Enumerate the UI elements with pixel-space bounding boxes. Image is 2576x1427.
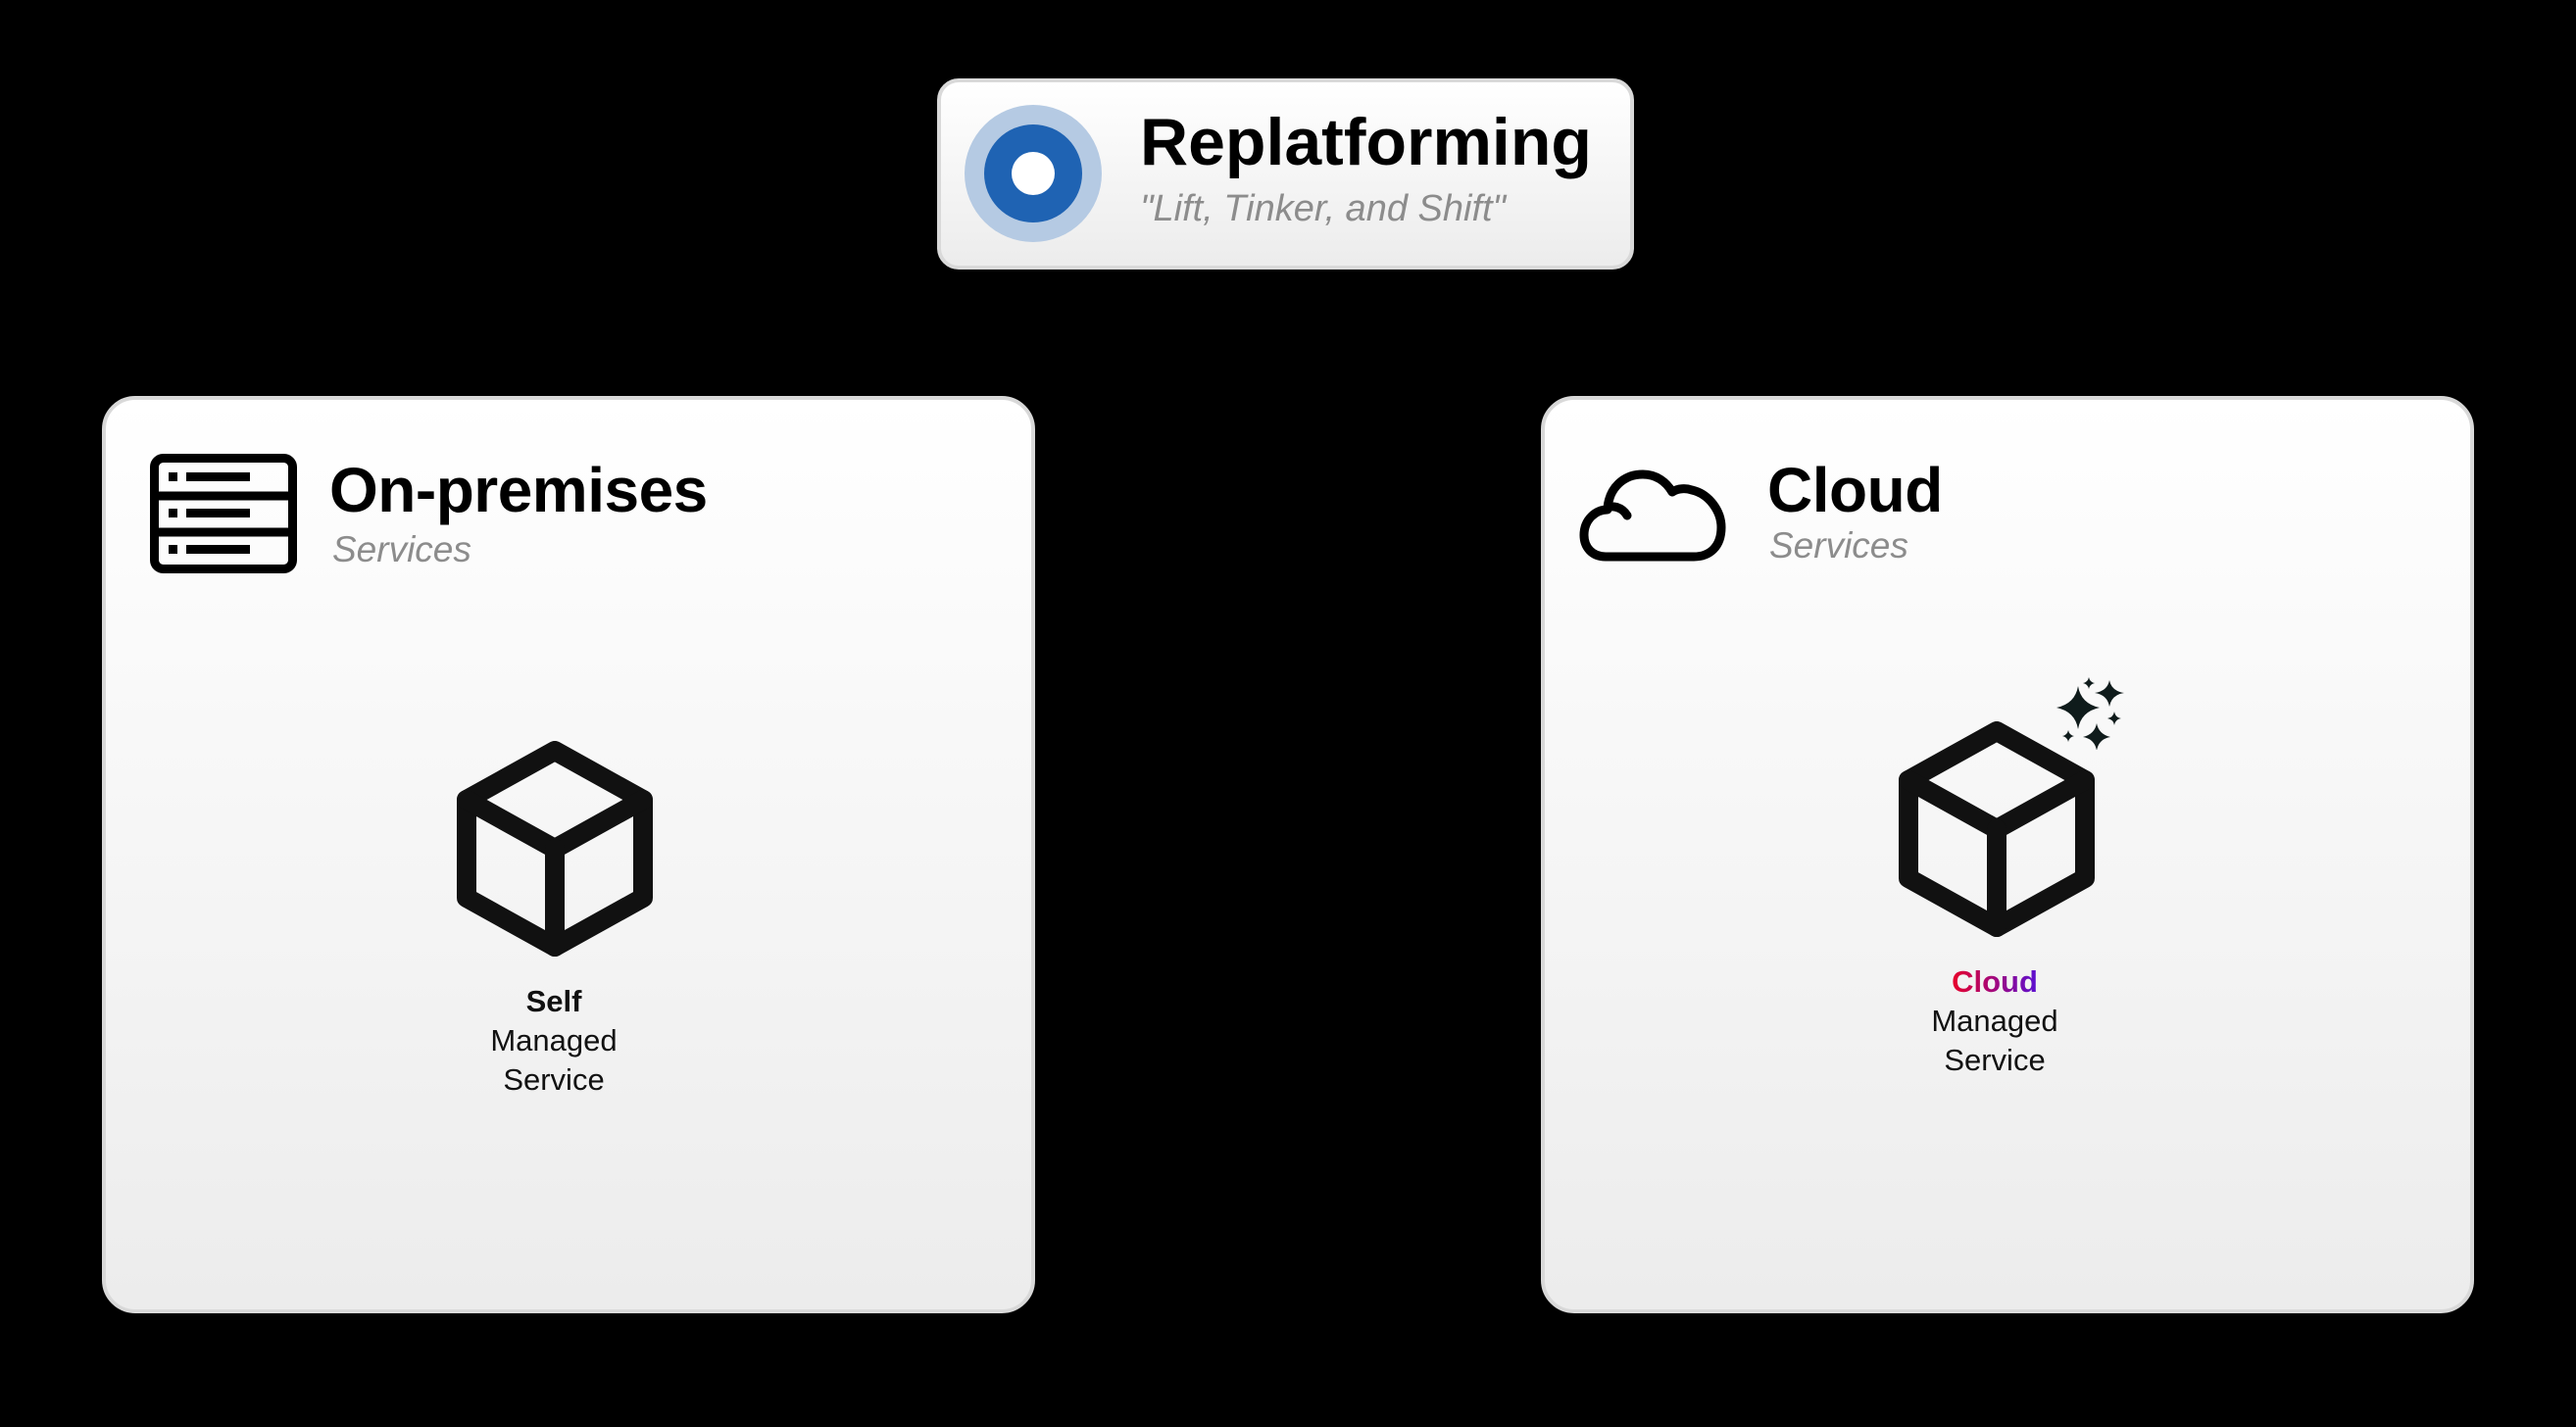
- cloud-card: [1541, 396, 2474, 1313]
- sparkles-icon: [2056, 677, 2124, 750]
- card-subtitle: Services: [1769, 525, 1908, 566]
- service-label-line1: Cloud: [1952, 964, 2038, 999]
- card-title: Cloud: [1767, 455, 1943, 525]
- page-title: Replatforming: [1140, 105, 1592, 179]
- service-label: Cloud Managed Service: [1848, 962, 2142, 1080]
- card-title: On-premises: [329, 455, 708, 525]
- service-label: Self Managed Service: [407, 982, 701, 1100]
- service-label-line1: Self: [525, 984, 582, 1018]
- service-label-line2: Managed: [1931, 1004, 2058, 1038]
- page-subtitle: "Lift, Tinker, and Shift": [1140, 188, 1507, 229]
- cube-icon: [457, 741, 653, 957]
- on-premises-card: [102, 396, 1035, 1313]
- card-subtitle: Services: [332, 529, 471, 569]
- service-label-line2: Managed: [490, 1023, 618, 1058]
- service-label-line3: Service: [1944, 1043, 2046, 1077]
- cloud-icon: [1579, 469, 1726, 562]
- server-icon: [150, 454, 297, 573]
- service-label-line3: Service: [503, 1062, 605, 1097]
- target-icon: [965, 105, 1102, 242]
- cube-icon: [1899, 721, 2095, 937]
